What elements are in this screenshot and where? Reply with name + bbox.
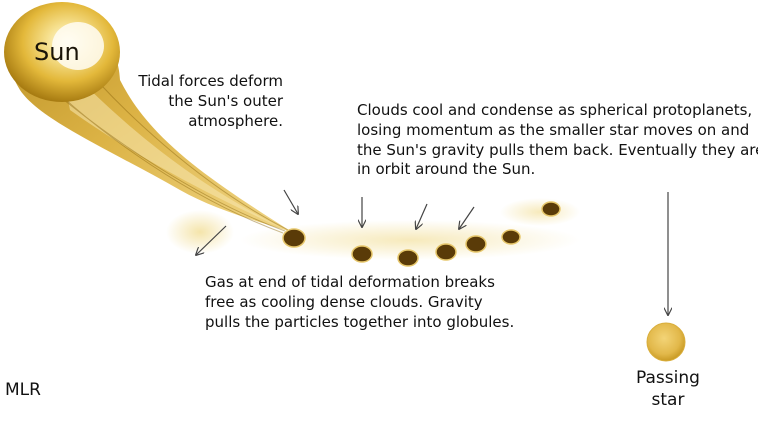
caption-line: Clouds cool and condense as spherical pr… [357,101,753,119]
protoplanet [397,249,419,267]
caption-line: free as cooling dense clouds. Gravity [205,292,483,311]
passing-star [646,322,686,362]
passing-star-label: Passing star [606,368,730,412]
caption-line: Gas at end of tidal deformation breaks [205,273,495,291]
caption-line: Tidal forces deform [138,72,283,90]
credit-label: MLR [5,380,41,400]
caption-line: in orbit around the Sun. [357,160,536,179]
caption-line: Passing [636,368,700,388]
arrow-cloud-2 [416,203,428,229]
gas-caption: Gas at end of tidal deformation breaks f… [205,273,525,332]
protoplanet [282,228,306,248]
gas-glow [166,210,234,254]
protoplanet [541,201,561,217]
clouds-caption: Clouds cool and condense as spherical pr… [357,101,758,180]
caption-line: losing momentum as the smaller star move… [357,120,750,139]
protoplanet [351,245,373,263]
caption-line: pulls the particles together into globul… [205,312,515,331]
protoplanet [501,229,521,245]
arrow-cloud-3 [459,206,475,229]
sun-core-glare [52,22,104,70]
caption-line: atmosphere. [188,111,283,130]
arrow-gas [196,225,227,255]
protoplanet [435,243,457,261]
caption-line: star [651,389,685,410]
sun-label: Sun [34,38,80,66]
cloud-band-glow [240,220,580,260]
caption-line: the Sun's outer [168,91,283,110]
protoplanet [465,235,487,253]
outer-cloud-glow [500,198,580,226]
tidal-forces-caption: Tidal forces deform the Sun's outer atmo… [118,72,283,131]
caption-line: the Sun's gravity pulls them back. Event… [357,140,758,159]
arrow-tidal [283,189,298,214]
